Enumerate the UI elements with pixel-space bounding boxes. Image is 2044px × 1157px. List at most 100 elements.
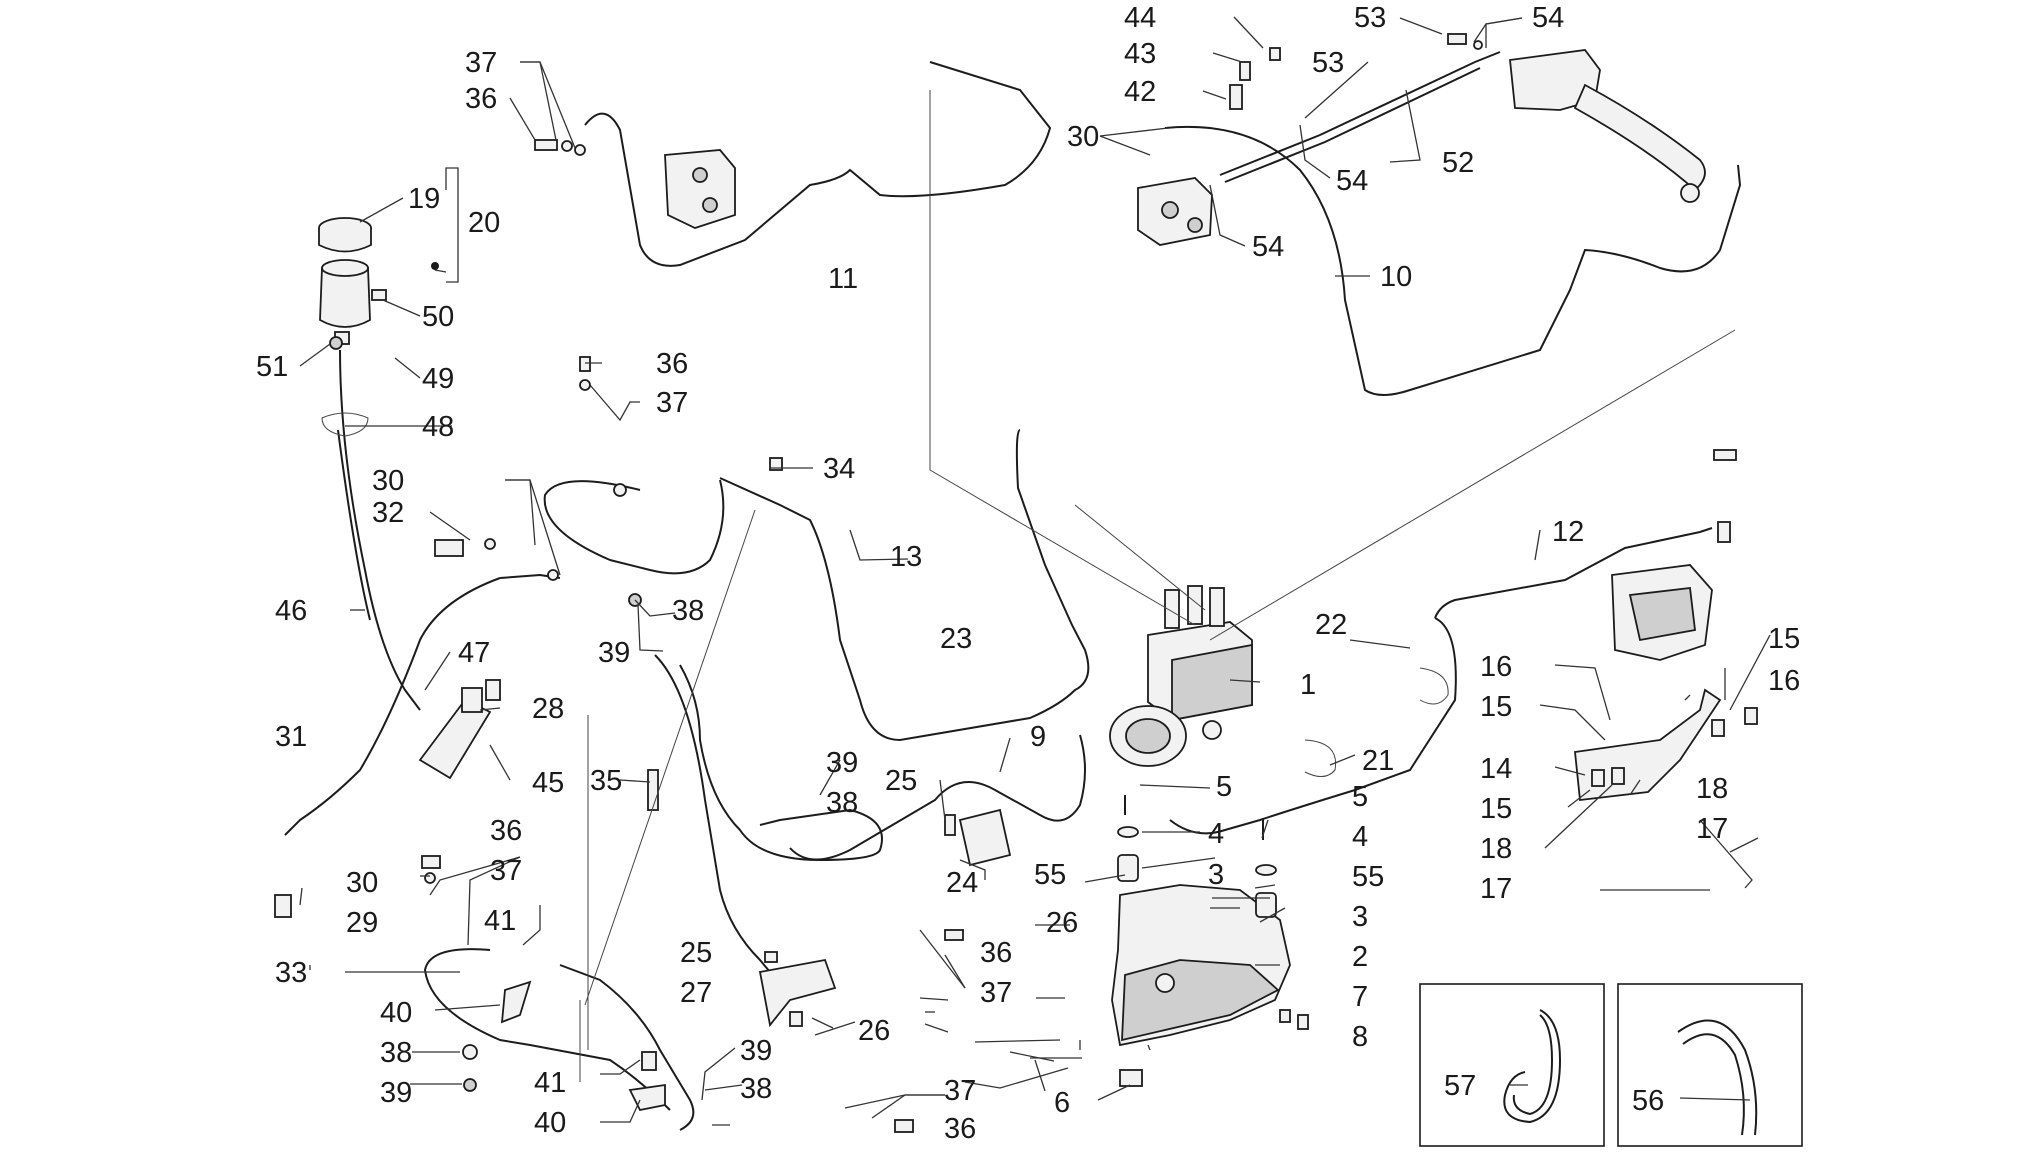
leader-lines [299,16,1771,1126]
callout-36: 36 [465,83,497,115]
callout-39: 39 [826,747,858,779]
hose-bracket-40a [500,980,532,1024]
callout-39: 39 [380,1077,412,1109]
callout-9: 9 [1030,721,1046,753]
callout-23: 23 [940,623,972,655]
callout-18: 18 [1696,773,1728,805]
brake-line-33 [423,948,671,1111]
hose-bracket-24 [958,808,1012,867]
callout-54: 54 [1532,2,1564,34]
callout-26: 26 [1046,907,1078,939]
callout-54: 54 [1252,231,1284,263]
hose-bracket-40b [628,1083,666,1112]
callout-50: 50 [422,301,454,333]
callout-21: 21 [1362,745,1394,777]
callout-57: 57 [1444,1070,1476,1102]
front-brake-line-10 [1164,125,1742,396]
brake-line-loop-upper [543,479,725,575]
callout-15: 15 [1768,623,1800,655]
callout-11: 11 [828,263,858,295]
callout-15: 15 [1480,691,1512,723]
callout-37: 37 [980,977,1012,1009]
callout-38: 38 [672,595,704,627]
banjo-bolts-and-washers [274,139,1309,1133]
callout-36: 36 [944,1113,976,1145]
detail-box-57 [1419,983,1605,1147]
callout-48: 48 [422,411,454,443]
callout-42: 42 [1124,76,1156,108]
callout-51: 51 [256,351,288,383]
callout-14: 14 [1480,753,1512,785]
callout-7: 7 [1352,981,1368,1013]
callout-5: 5 [1352,781,1368,813]
callout-5: 5 [1216,771,1232,803]
callout-16: 16 [1768,665,1800,697]
callout-1: 1 [1300,669,1316,701]
abs-mounting-bracket [1111,884,1291,1087]
brake-line-9 [789,734,1086,861]
callout-20: 20 [468,207,500,239]
callout-37: 37 [465,47,497,79]
hose-clamp-22 [1419,667,1449,705]
callout-55: 55 [1352,861,1384,893]
callout-43: 43 [1124,38,1156,70]
callout-2: 2 [1352,941,1368,973]
callout-49: 49 [422,363,454,395]
brake-line-loop-middle [679,664,883,862]
callout-16: 16 [1480,651,1512,683]
abs-hydraulic-unit [1109,585,1253,767]
rear-distributor-block [664,149,736,229]
callout-38: 38 [826,787,858,819]
callout-38: 38 [740,1073,772,1105]
callout-13: 13 [890,541,922,573]
callout-17: 17 [1696,813,1728,845]
callout-3: 3 [1352,901,1368,933]
callout-20-dot [431,262,439,270]
callout-39: 39 [740,1035,772,1067]
callout-18: 18 [1480,833,1512,865]
callout-19: 19 [408,183,440,215]
rear-master-cylinder [418,679,501,780]
callout-56: 56 [1632,1085,1664,1117]
callout-6: 6 [1054,1087,1070,1119]
callout-22: 22 [1315,609,1347,641]
front-distributor-block [1137,47,1281,246]
callout-35: 35 [590,765,622,797]
brake-line-12 [1434,527,1713,619]
callout-34: 34 [823,453,855,485]
callout-33: 33 [275,957,307,989]
front-master-cylinder [1447,33,1706,203]
callout-32: 32 [372,497,404,529]
clip-57 [1503,1009,1562,1124]
front-brake-line-52 [1219,51,1501,176]
callout-36: 36 [980,937,1012,969]
brake-line-46 [339,349,421,711]
callout-12: 12 [1552,516,1584,548]
abs-mounting-hardware [1117,795,1277,918]
callout-27: 27 [680,977,712,1009]
callout-29: 29 [346,907,378,939]
brake-line-31 [284,577,501,836]
callout-53: 53 [1312,47,1344,79]
callout-47: 47 [458,637,490,669]
callout-numbers: 44 43 42 53 53 54 54 54 52 30 10 37 36 1… [256,2,1800,1145]
callout-37: 37 [490,855,522,887]
brake-line-13 [719,429,1090,742]
callout-30: 30 [346,867,378,899]
callout-44: 44 [1124,2,1156,34]
callout-37: 37 [944,1075,976,1107]
callout-40: 40 [534,1107,566,1139]
callout-36: 36 [490,815,522,847]
callout-31: 31 [275,721,307,753]
hose-bracket-27 [758,958,837,1028]
callout-25: 25 [885,765,917,797]
brake-line-center [654,654,786,991]
callout-45: 45 [532,767,564,799]
callout-36: 36 [656,348,688,380]
rear-brake-line-11 [584,61,1052,267]
callout-3: 3 [1208,859,1224,891]
callout-10: 10 [1380,261,1412,293]
callout-55: 55 [1034,859,1066,891]
callout-25: 25 [680,937,712,969]
callout-41: 41 [484,905,516,937]
